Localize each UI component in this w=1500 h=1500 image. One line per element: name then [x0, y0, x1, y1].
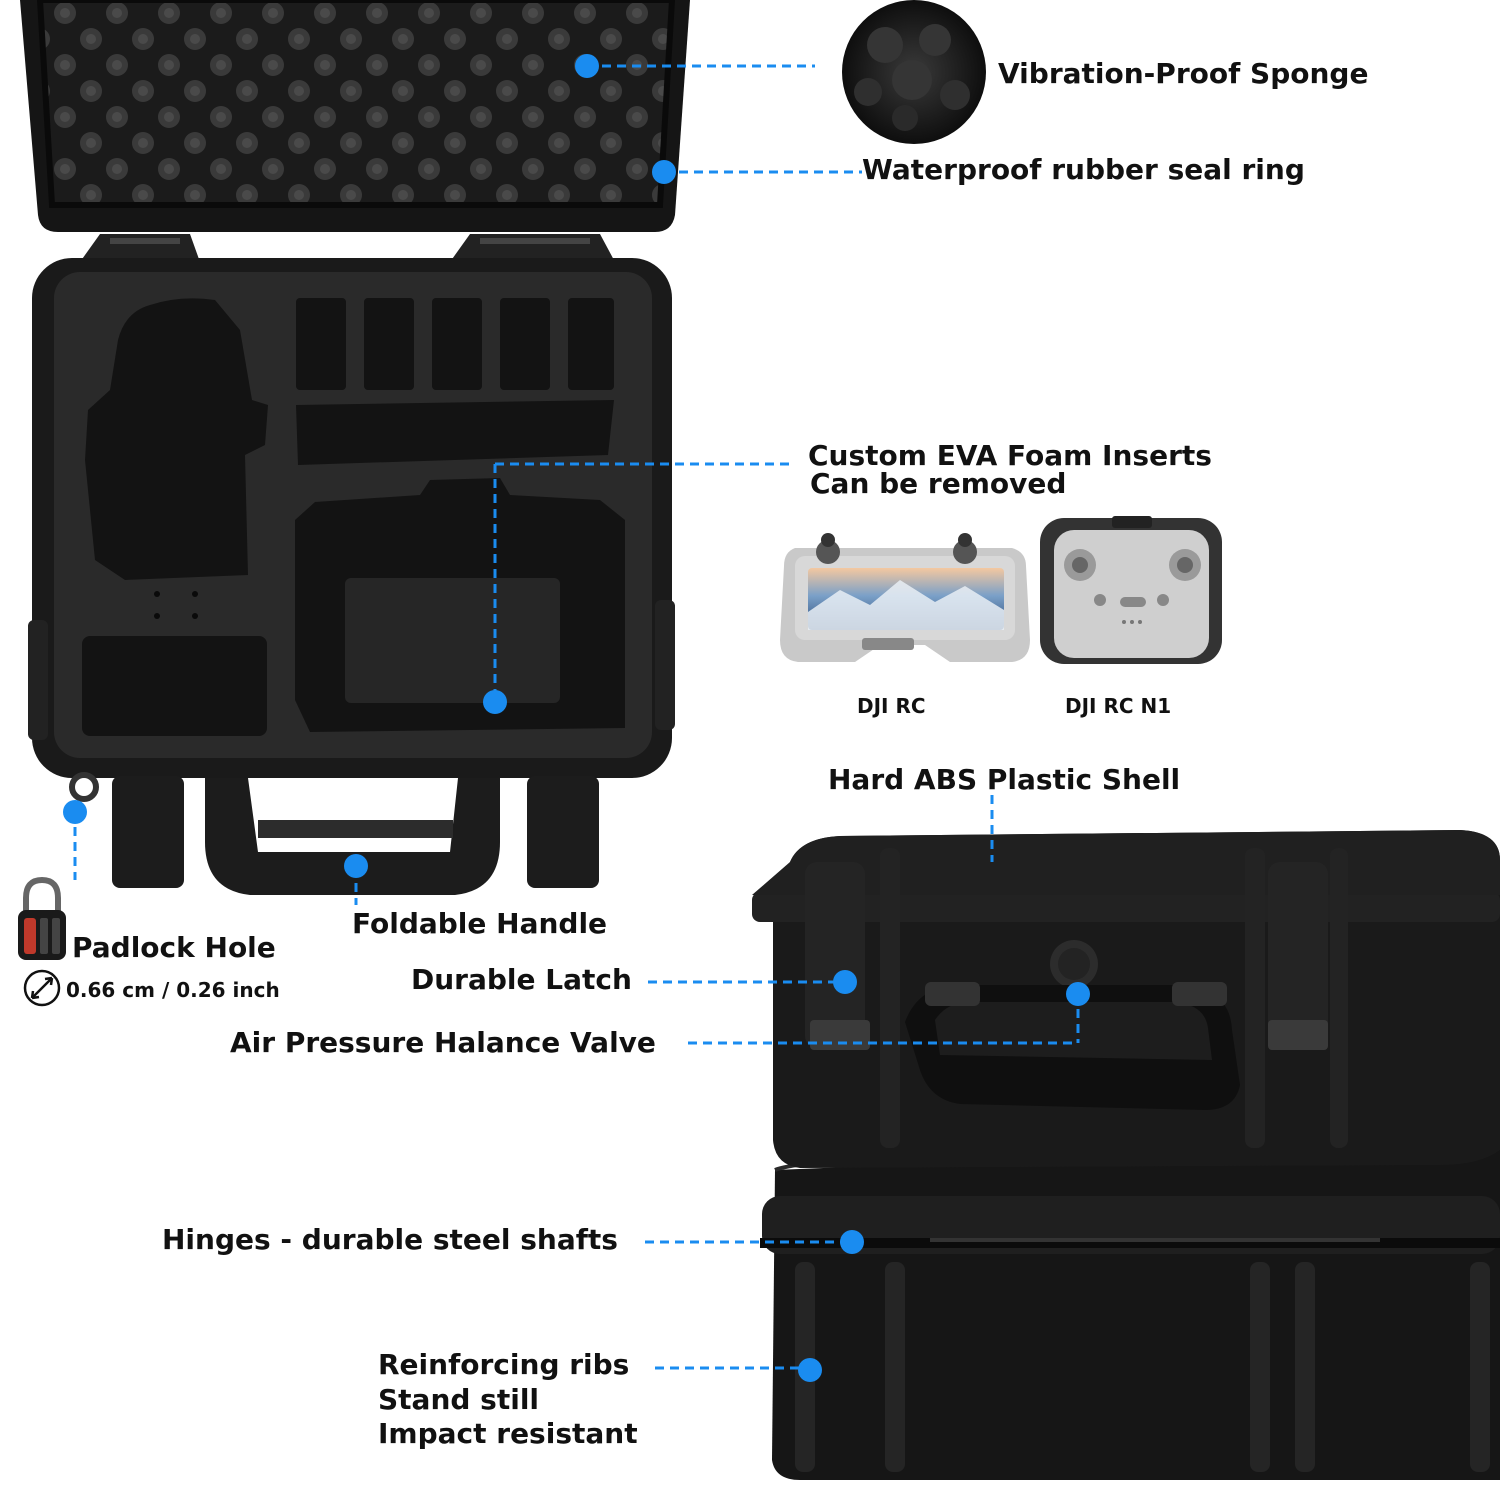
sponge-sample	[842, 0, 986, 144]
case-hinges-top	[80, 234, 615, 262]
latch-left	[805, 862, 865, 1048]
blue-dot-icon	[1066, 982, 1090, 1006]
valve-label: Air Pressure Halance Valve	[230, 1026, 656, 1059]
blue-dot-icon	[344, 854, 368, 878]
case-lid	[20, 0, 690, 232]
latch-right	[1268, 862, 1328, 1048]
closed-case-top	[752, 830, 1500, 1168]
eva-title-label: Custom EVA Foam Inserts	[808, 439, 1212, 472]
impact-resistant-label: Impact resistant	[378, 1417, 638, 1450]
ribs-label: Reinforcing ribs	[378, 1348, 630, 1381]
shell-label: Hard ABS Plastic Shell	[828, 763, 1181, 796]
latch-label: Durable Latch	[411, 963, 632, 996]
padlock-icon	[18, 876, 66, 960]
blue-dot-icon	[483, 690, 507, 714]
case-base	[28, 258, 675, 778]
dji-rc-n1-label: DJI RC N1	[1065, 694, 1172, 718]
blue-dot-icon	[833, 970, 857, 994]
eva-sub-label: Can be removed	[810, 467, 1067, 500]
closed-case-bottom	[760, 1138, 1500, 1480]
dji-rc-n1-controller	[1040, 516, 1222, 664]
stand-still-label: Stand still	[378, 1383, 540, 1416]
handle-label: Foldable Handle	[352, 907, 608, 940]
padlock-size-label: 0.66 cm / 0.26 inch	[66, 978, 280, 1002]
dji-rc-controller	[780, 533, 1030, 662]
diameter-arrow-icon	[23, 969, 61, 1007]
open-case-handle	[205, 778, 500, 895]
dji-rc-label: DJI RC	[857, 694, 926, 718]
hotspots	[63, 54, 1090, 1382]
padlock-label: Padlock Hole	[72, 931, 276, 964]
blue-dot-icon	[798, 1358, 822, 1382]
blue-dot-icon	[840, 1230, 864, 1254]
blue-dot-icon	[652, 160, 676, 184]
egg-crate-foam	[40, 0, 672, 205]
sponge-label: Vibration-Proof Sponge	[998, 57, 1369, 90]
hinges-label: Hinges - durable steel shafts	[162, 1223, 618, 1256]
blue-dot-icon	[575, 54, 599, 78]
blue-dot-icon	[63, 800, 87, 824]
seal-ring-label: Waterproof rubber seal ring	[862, 153, 1305, 186]
open-case-front-hardware	[69, 772, 599, 895]
